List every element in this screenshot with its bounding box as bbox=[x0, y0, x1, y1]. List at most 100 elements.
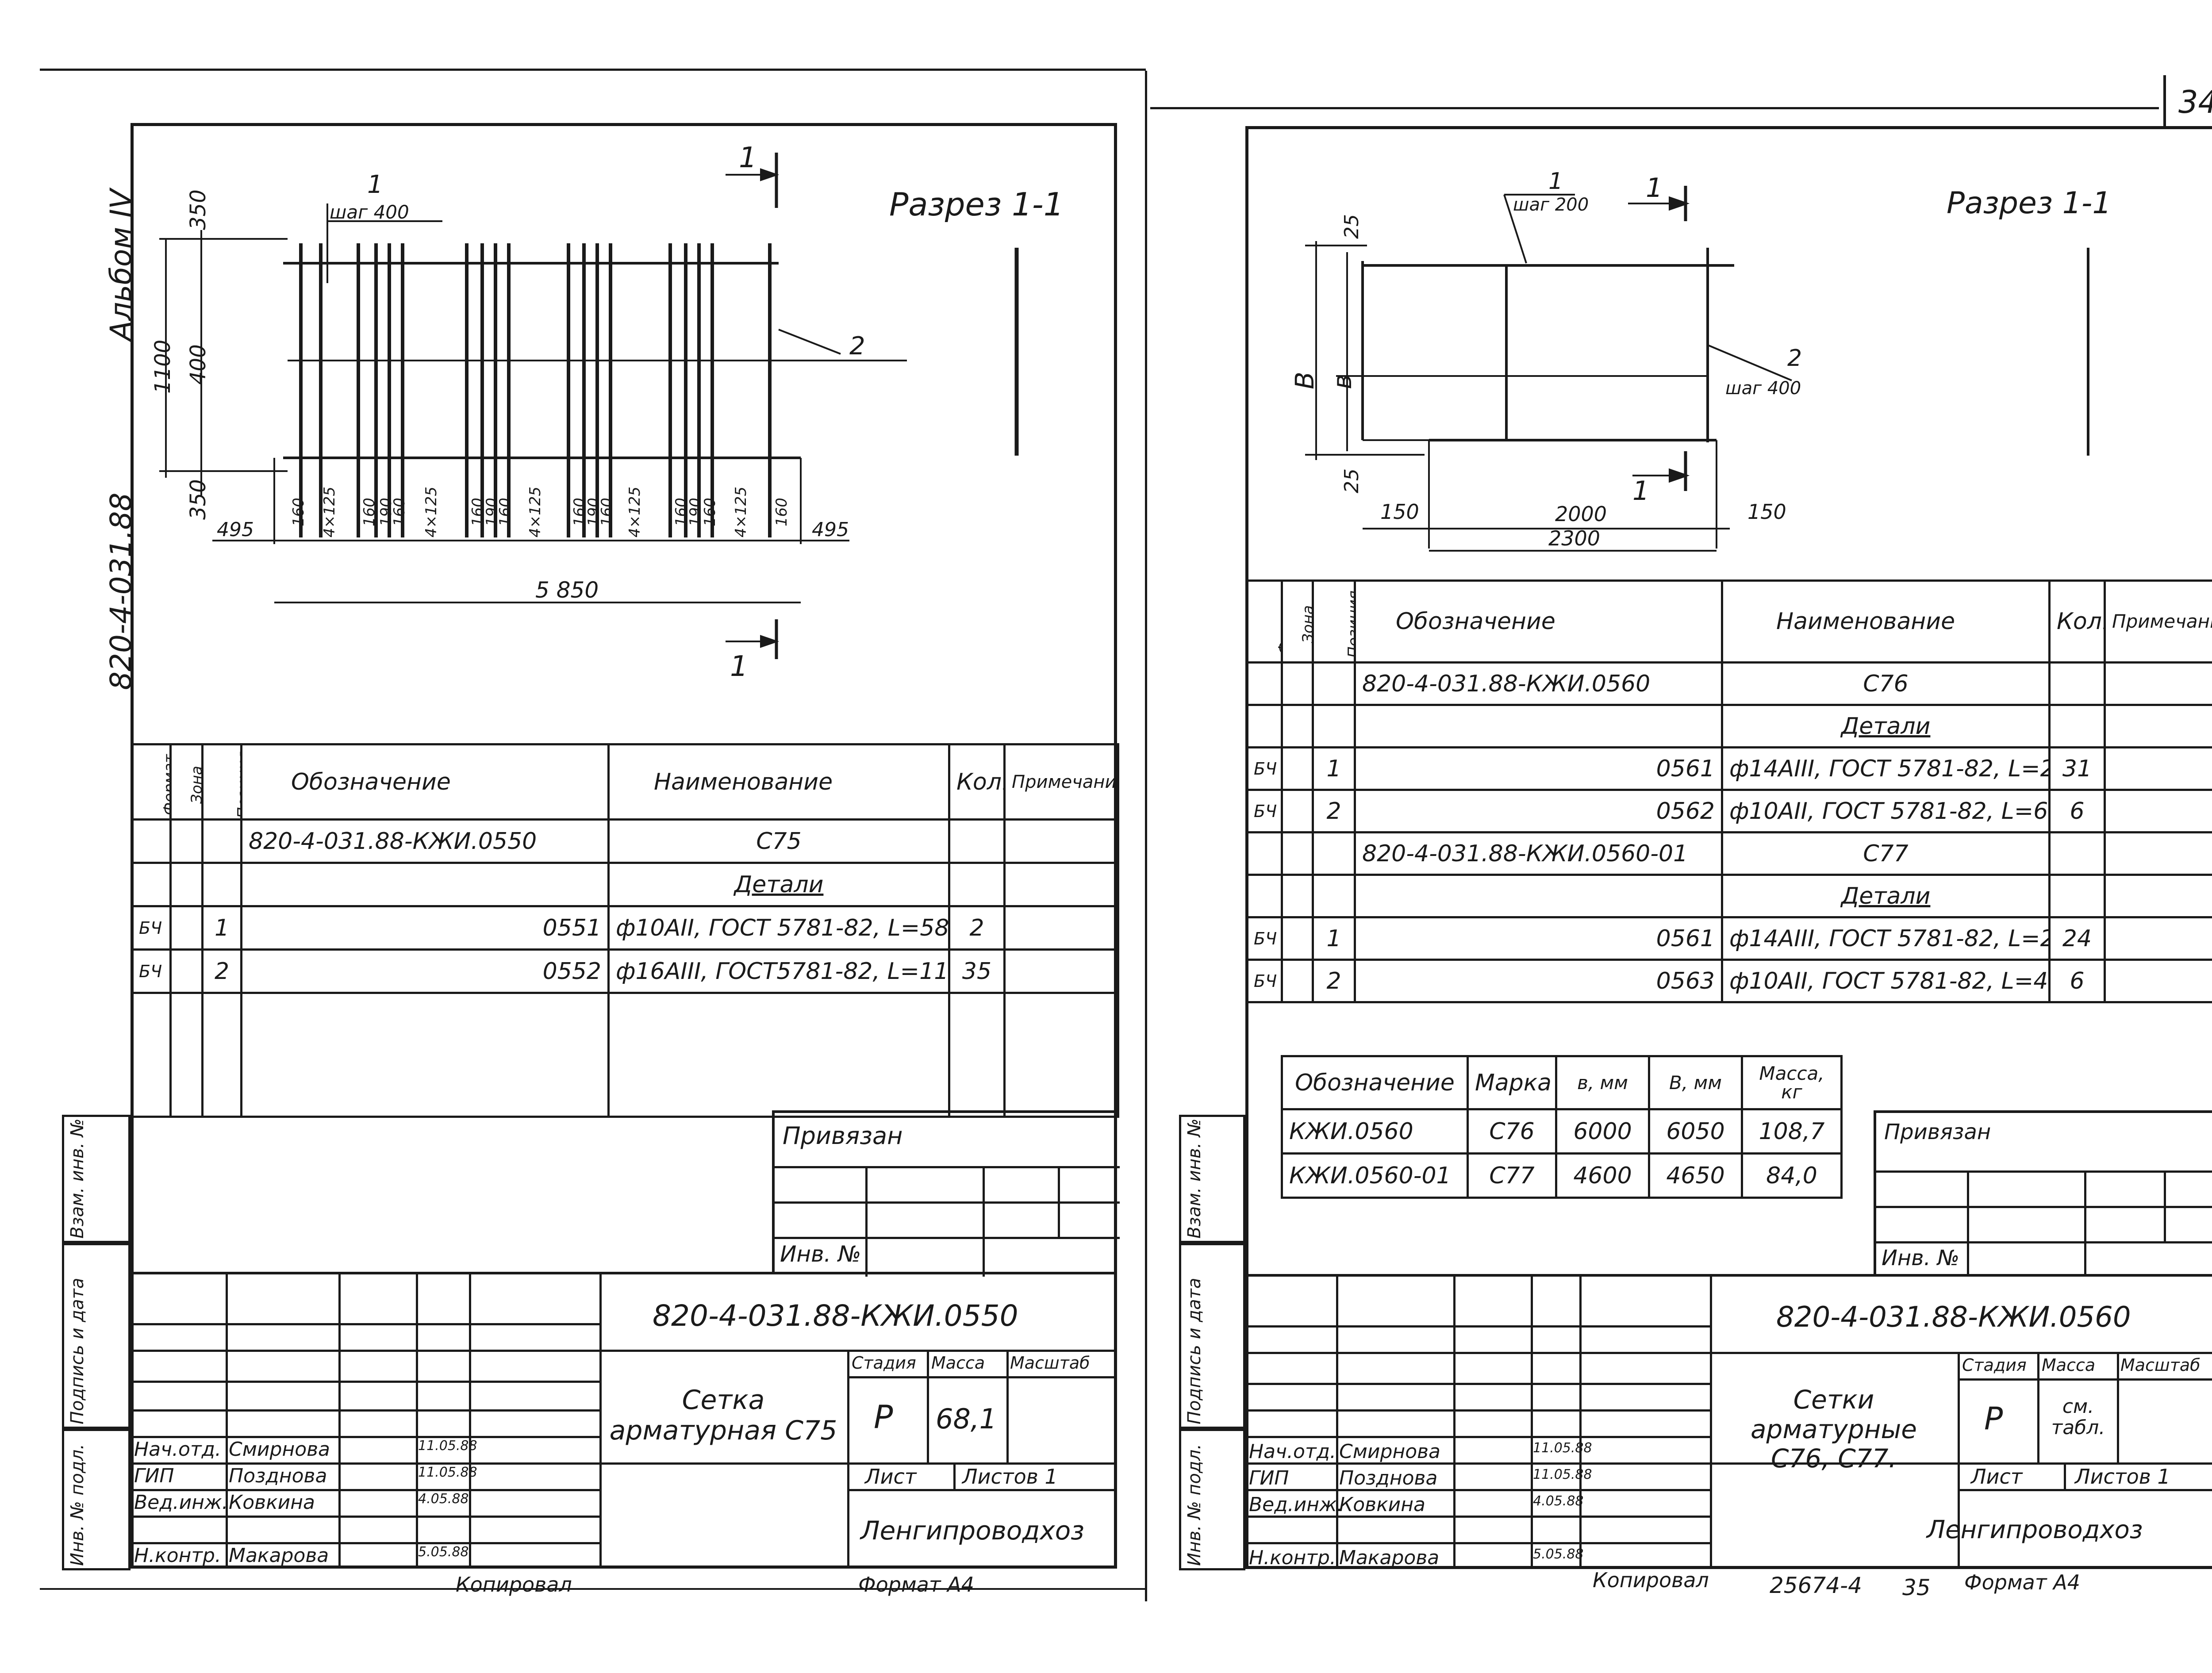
spec-designation-cell: 820-4-031.88-КЖИ.0550 bbox=[240, 818, 610, 864]
marks-cell: 108,7 bbox=[1741, 1108, 1843, 1155]
spec-designation-cell: 0561 bbox=[1354, 916, 1723, 961]
spec-designation-cell: 820-4-031.88-КЖИ.0560-01 bbox=[1354, 831, 1723, 876]
spec-zone-cell bbox=[1281, 789, 1314, 833]
left-dim-left-end: 495 bbox=[217, 518, 254, 541]
left-side-box-3 bbox=[62, 1429, 131, 1570]
spec-designation-cell bbox=[1354, 874, 1723, 918]
spec-qty-cell bbox=[2048, 831, 2106, 876]
left-sheets-label: Листов 1 bbox=[962, 1465, 1058, 1489]
spec-zone-cell bbox=[1281, 874, 1314, 918]
right-spec-table: Формат Зона Позиция Обозначение Наименов… bbox=[1245, 579, 2212, 1003]
spec-qty-cell bbox=[2048, 661, 2106, 706]
left-sheet-label: Лист bbox=[865, 1465, 917, 1489]
left-dim-total-width: 5 850 bbox=[535, 577, 599, 603]
staff-name: Позднова bbox=[1339, 1467, 1438, 1489]
right-scale-header: Масштаб bbox=[2120, 1355, 2200, 1375]
spec-zone-cell bbox=[1281, 916, 1314, 961]
spec-name-cell: ф10АII, ГОСТ 5781-82, L=6050 bbox=[1721, 789, 2051, 833]
staff-name: Макарова bbox=[229, 1544, 329, 1567]
staff-role: Вед.инж. bbox=[134, 1491, 228, 1514]
left-side-box-1 bbox=[62, 1115, 131, 1243]
left-pos2-label: 2 bbox=[849, 332, 865, 361]
spec-note-cell bbox=[1003, 905, 1119, 951]
left-pos1-step: шаг 400 bbox=[330, 201, 409, 223]
left-spec-blank-row bbox=[131, 992, 1119, 1118]
left-side-label-3: Инв. № подл. bbox=[67, 1444, 88, 1566]
spec-position-cell bbox=[1312, 661, 1356, 706]
marks-header-cell: В, мм bbox=[1648, 1055, 1743, 1110]
staff-name: Смирнова bbox=[1339, 1440, 1441, 1463]
spec-qty-cell: 35 bbox=[948, 948, 1006, 994]
spec-name-cell: Детали bbox=[1721, 704, 2051, 748]
left-spec-table: Формат Зона Позиция Обозначение Наименов… bbox=[131, 743, 1119, 1118]
header-zone: Зона bbox=[1299, 605, 1313, 643]
left-side-label-1: Взам. инв. № bbox=[67, 1118, 88, 1239]
spec-position-cell: 2 bbox=[1312, 789, 1356, 833]
spec-qty-cell: 2 bbox=[948, 905, 1006, 951]
left-section-title: Разрез 1-1 bbox=[889, 186, 1064, 223]
header-name: Наименование bbox=[607, 743, 950, 821]
right-sheet-label: Лист bbox=[1971, 1465, 2023, 1489]
spec-qty-cell: 6 bbox=[2048, 789, 2106, 833]
spec-position-cell bbox=[1312, 874, 1356, 918]
page-number: 34 bbox=[2178, 84, 2212, 120]
staff-name: Смирнова bbox=[229, 1438, 330, 1461]
left-format-label: Формат А4 bbox=[858, 1573, 974, 1596]
marks-header-cell: в, мм bbox=[1555, 1055, 1650, 1110]
spec-name-cell: ф10АII, ГОСТ 5781-82, L=4650 bbox=[1721, 959, 2051, 1003]
spec-qty-cell bbox=[2048, 704, 2106, 748]
header-designation: Обозначение bbox=[240, 743, 610, 821]
spec-designation-cell: 0562 bbox=[1354, 789, 1723, 833]
left-doc-code: 820-4-031.88-КЖИ.0550 bbox=[653, 1299, 1018, 1333]
spec-position-cell: 2 bbox=[1312, 959, 1356, 1003]
staff-date: 11.05.88 bbox=[418, 1465, 477, 1480]
marks-cell: С77 bbox=[1467, 1152, 1557, 1199]
left-copied-label: Копировал bbox=[456, 1573, 572, 1596]
spec-format-cell: БЧ bbox=[1245, 746, 1283, 791]
spec-qty-cell bbox=[948, 862, 1006, 907]
staff-role: Нач.отд. bbox=[1249, 1440, 1336, 1463]
staff-name: Позднова bbox=[229, 1465, 327, 1487]
header-zone: Зона bbox=[188, 765, 203, 804]
spec-note-cell bbox=[2104, 831, 2212, 876]
staff-date: 4.05.88 bbox=[418, 1491, 469, 1507]
staff-date: 11.05.88 bbox=[418, 1438, 477, 1454]
spec-qty-cell: 6 bbox=[2048, 959, 2106, 1003]
spec-note-cell bbox=[1003, 818, 1119, 864]
spec-note-cell bbox=[1003, 948, 1119, 994]
spec-name-cell: ф10АII, ГОСТ 5781-82, L=5850 bbox=[607, 905, 950, 951]
right-section-mark-bottom: 1 bbox=[1632, 476, 1650, 507]
spec-qty-cell bbox=[2048, 874, 2106, 918]
spec-qty-cell bbox=[948, 818, 1006, 864]
right-section-mark-top: 1 bbox=[1646, 173, 1663, 203]
marks-cell: 4600 bbox=[1555, 1152, 1650, 1199]
spec-zone-cell bbox=[1281, 959, 1314, 1003]
staff-name: Ковкина bbox=[229, 1491, 315, 1514]
right-dim-b: в bbox=[1327, 374, 1357, 389]
right-format-label: Формат А4 bbox=[1964, 1570, 2080, 1594]
left-org: Ленгипроводхоз bbox=[860, 1516, 1085, 1546]
spec-row: Детали bbox=[131, 862, 1119, 907]
staff-role: ГИП bbox=[134, 1465, 174, 1487]
left-section-mark-bottom: 1 bbox=[730, 650, 748, 683]
marks-header-cell: Масса, кг bbox=[1741, 1055, 1843, 1110]
left-mesh-drawing bbox=[159, 153, 1019, 659]
spec-note-cell bbox=[2104, 959, 2212, 1003]
left-side-box-2 bbox=[62, 1243, 131, 1429]
spec-position-cell: 1 bbox=[1312, 916, 1356, 961]
left-inv-label: Инв. № bbox=[780, 1241, 861, 1267]
spec-note-cell bbox=[2104, 661, 2212, 706]
spec-format-cell: БЧ bbox=[1245, 959, 1283, 1003]
right-doc-title: Сетки арматурные С76, С77. bbox=[1751, 1385, 1917, 1474]
left-bound-label: Привязан bbox=[783, 1122, 903, 1150]
spec-format-cell: БЧ bbox=[131, 948, 172, 994]
header-note: Примечание bbox=[1003, 743, 1119, 821]
right-org: Ленгипроводхоз bbox=[1927, 1516, 2143, 1544]
left-scale-header: Масштаб bbox=[1010, 1353, 1090, 1373]
